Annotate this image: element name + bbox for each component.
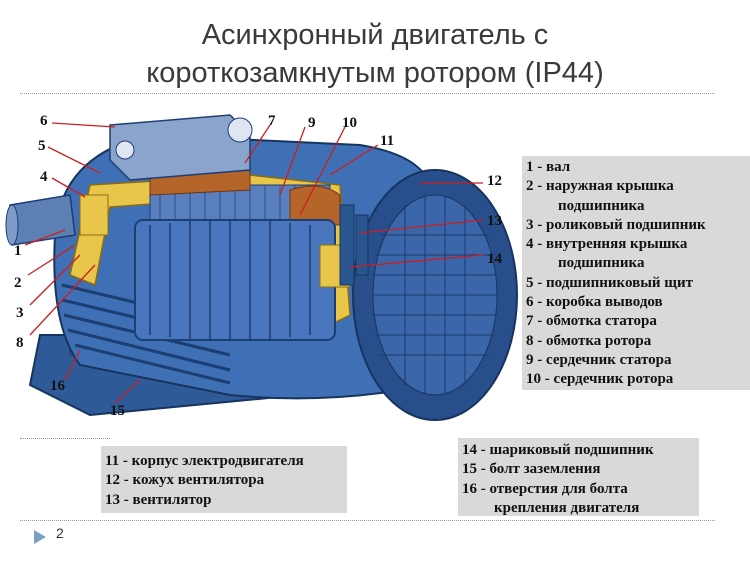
legend-row: 6 - коробка выводов bbox=[526, 294, 663, 311]
legend-row: 13 - вентилятор bbox=[105, 491, 212, 508]
motor-diagram: 6 5 4 1 2 3 8 7 9 10 11 12 13 14 15 16 bbox=[0, 95, 522, 433]
terminal-box bbox=[109, 114, 251, 181]
legend-row: 2 - наружная крышка bbox=[526, 178, 674, 195]
callout-9: 9 bbox=[308, 115, 316, 131]
rotor bbox=[134, 219, 336, 341]
leader-lines bbox=[24, 122, 484, 404]
callout-6: 6 bbox=[40, 113, 48, 129]
grille-lines bbox=[373, 197, 497, 393]
legend-divider bbox=[20, 438, 110, 439]
legend-bottom-left: 11 - корпус электродвигателя 12 - кожух … bbox=[101, 446, 347, 513]
callout-13: 13 bbox=[487, 213, 502, 229]
callout-16: 16 bbox=[50, 378, 66, 394]
slide-title: Асинхронный двигатель с короткозамкнутым… bbox=[0, 16, 750, 92]
roller-bearing bbox=[79, 194, 109, 236]
legend-row: 16 - отверстия для болта bbox=[462, 480, 628, 497]
footer-divider bbox=[20, 520, 715, 521]
cable-gland bbox=[115, 140, 135, 160]
title-divider bbox=[20, 93, 715, 94]
callout-2: 2 bbox=[14, 275, 22, 291]
legend-row: 9 - сердечник статора bbox=[526, 351, 672, 368]
legend-row: 5 - подшипниковый щит bbox=[526, 274, 693, 291]
title-line-1: Асинхронный двигатель с bbox=[201, 19, 549, 51]
shaft-end bbox=[5, 204, 19, 246]
fan bbox=[339, 204, 369, 286]
callout-15: 15 bbox=[110, 403, 125, 419]
motor-illustration: 6 5 4 1 2 3 8 7 9 10 11 12 13 14 15 16 bbox=[5, 113, 518, 421]
callout-3: 3 bbox=[16, 305, 24, 321]
legend-row: 1 - вал bbox=[526, 159, 571, 175]
legend-bottom-right: 14 - шариковый подшипник 15 - болт зазем… bbox=[458, 438, 699, 516]
legend-row: 14 - шариковый подшипник bbox=[462, 442, 654, 458]
callout-4: 4 bbox=[40, 169, 48, 185]
legend-row: подшипника bbox=[558, 255, 645, 272]
legend-row: 12 - кожух вентилятора bbox=[105, 472, 265, 489]
callout-1: 1 bbox=[14, 243, 22, 259]
callout-14: 14 bbox=[487, 251, 503, 267]
legend-row: 3 - роликовый подшипник bbox=[526, 216, 706, 233]
legend-row: 15 - болт заземления bbox=[462, 461, 601, 478]
callout-10: 10 bbox=[342, 115, 357, 131]
legend-main: 1 - вал 2 - наружная крышка подшипника 3… bbox=[522, 156, 750, 390]
legend-row: 8 - обмотка ротора bbox=[526, 332, 652, 349]
callout-8: 8 bbox=[16, 335, 24, 351]
page-number: 2 bbox=[56, 525, 64, 541]
triangle-right-icon bbox=[34, 530, 46, 549]
title-line-2: короткозамкнутым ротором (IP44) bbox=[146, 57, 604, 89]
legend-row: крепления двигателя bbox=[494, 499, 640, 516]
callout-7: 7 bbox=[268, 113, 276, 129]
legend-row: 4 - внутренняя крышка bbox=[526, 236, 688, 253]
legend-row: подшипника bbox=[558, 197, 645, 214]
lifting-eye bbox=[227, 117, 253, 143]
legend-row: 10 - сердечник ротора bbox=[526, 371, 674, 388]
callout-5: 5 bbox=[38, 138, 46, 154]
legend-row: 11 - корпус электродвигателя bbox=[105, 453, 304, 469]
callout-11: 11 bbox=[380, 133, 394, 149]
rotor-bars bbox=[149, 221, 311, 339]
callout-12: 12 bbox=[487, 173, 502, 189]
legend-row: 7 - обмотка статора bbox=[526, 313, 657, 330]
